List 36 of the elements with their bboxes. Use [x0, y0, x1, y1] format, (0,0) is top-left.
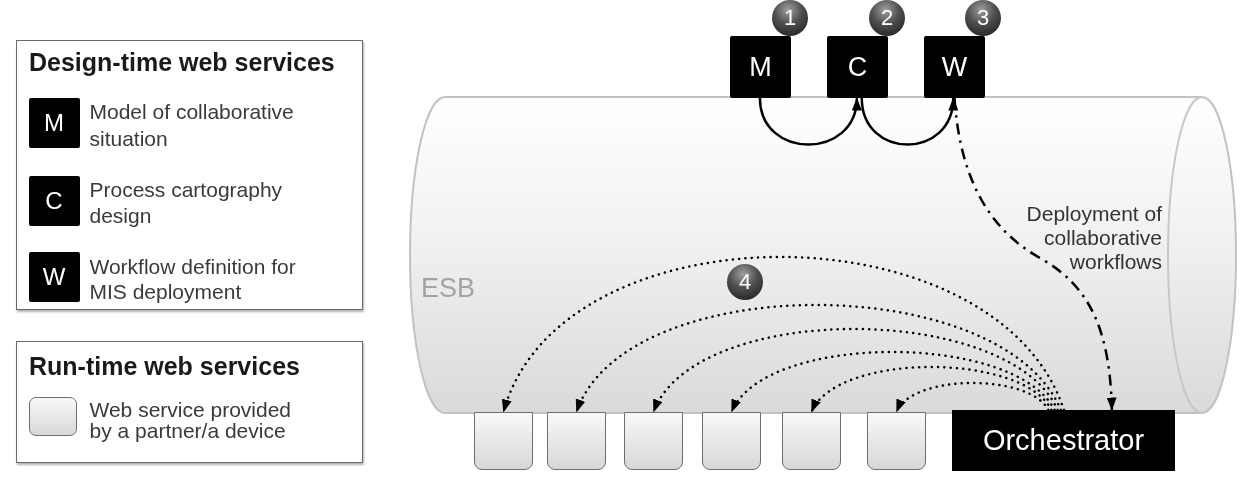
- dotted-arrow: [652, 327, 1059, 414]
- letter-tile: C: [28, 175, 80, 226]
- service-tile: [702, 412, 761, 470]
- step-marker: 2: [869, 0, 905, 36]
- step-marker: 3: [965, 0, 1001, 36]
- letter-tile: W: [924, 36, 985, 98]
- legend-description: Process cartography design: [89, 176, 284, 229]
- bus-label: ESB: [421, 273, 476, 304]
- legend-heading: Design-time web services: [29, 47, 335, 77]
- arrow: [758, 97, 861, 146]
- letter-tile: M: [28, 97, 80, 148]
- dotted-arrow: [575, 303, 1063, 414]
- legend-heading: Run-time web services: [29, 351, 300, 381]
- legend-description: Model of collaborative situation: [89, 98, 295, 152]
- letter-tile: W: [28, 251, 80, 302]
- legend-description: Web service provided by a partner/a device: [89, 398, 293, 441]
- dotted-arrow: [502, 255, 1066, 414]
- legend-panel: [16, 341, 363, 463]
- process-box: Orchestrator: [952, 410, 1175, 471]
- dotted-arrow: [895, 381, 1050, 414]
- letter-tile: C: [827, 36, 888, 98]
- step-marker: 1: [772, 0, 808, 36]
- service-tile: [547, 412, 606, 470]
- service-tile: [474, 412, 533, 470]
- dotted-arrow: [730, 350, 1056, 414]
- service-tile: [624, 412, 683, 470]
- dotted-arrow: [810, 365, 1053, 414]
- letter-tile: M: [730, 36, 791, 98]
- service-tile: [782, 412, 841, 470]
- dash-dot-arrow: [953, 97, 1117, 411]
- service-tile: [28, 396, 77, 436]
- service-tile: [867, 412, 926, 470]
- edge-label: Deployment of collaborative workflows: [1025, 202, 1162, 274]
- arrow: [860, 97, 957, 146]
- legend-panel: [16, 40, 363, 310]
- legend-description: Workflow definition for MIS deployment: [89, 253, 297, 304]
